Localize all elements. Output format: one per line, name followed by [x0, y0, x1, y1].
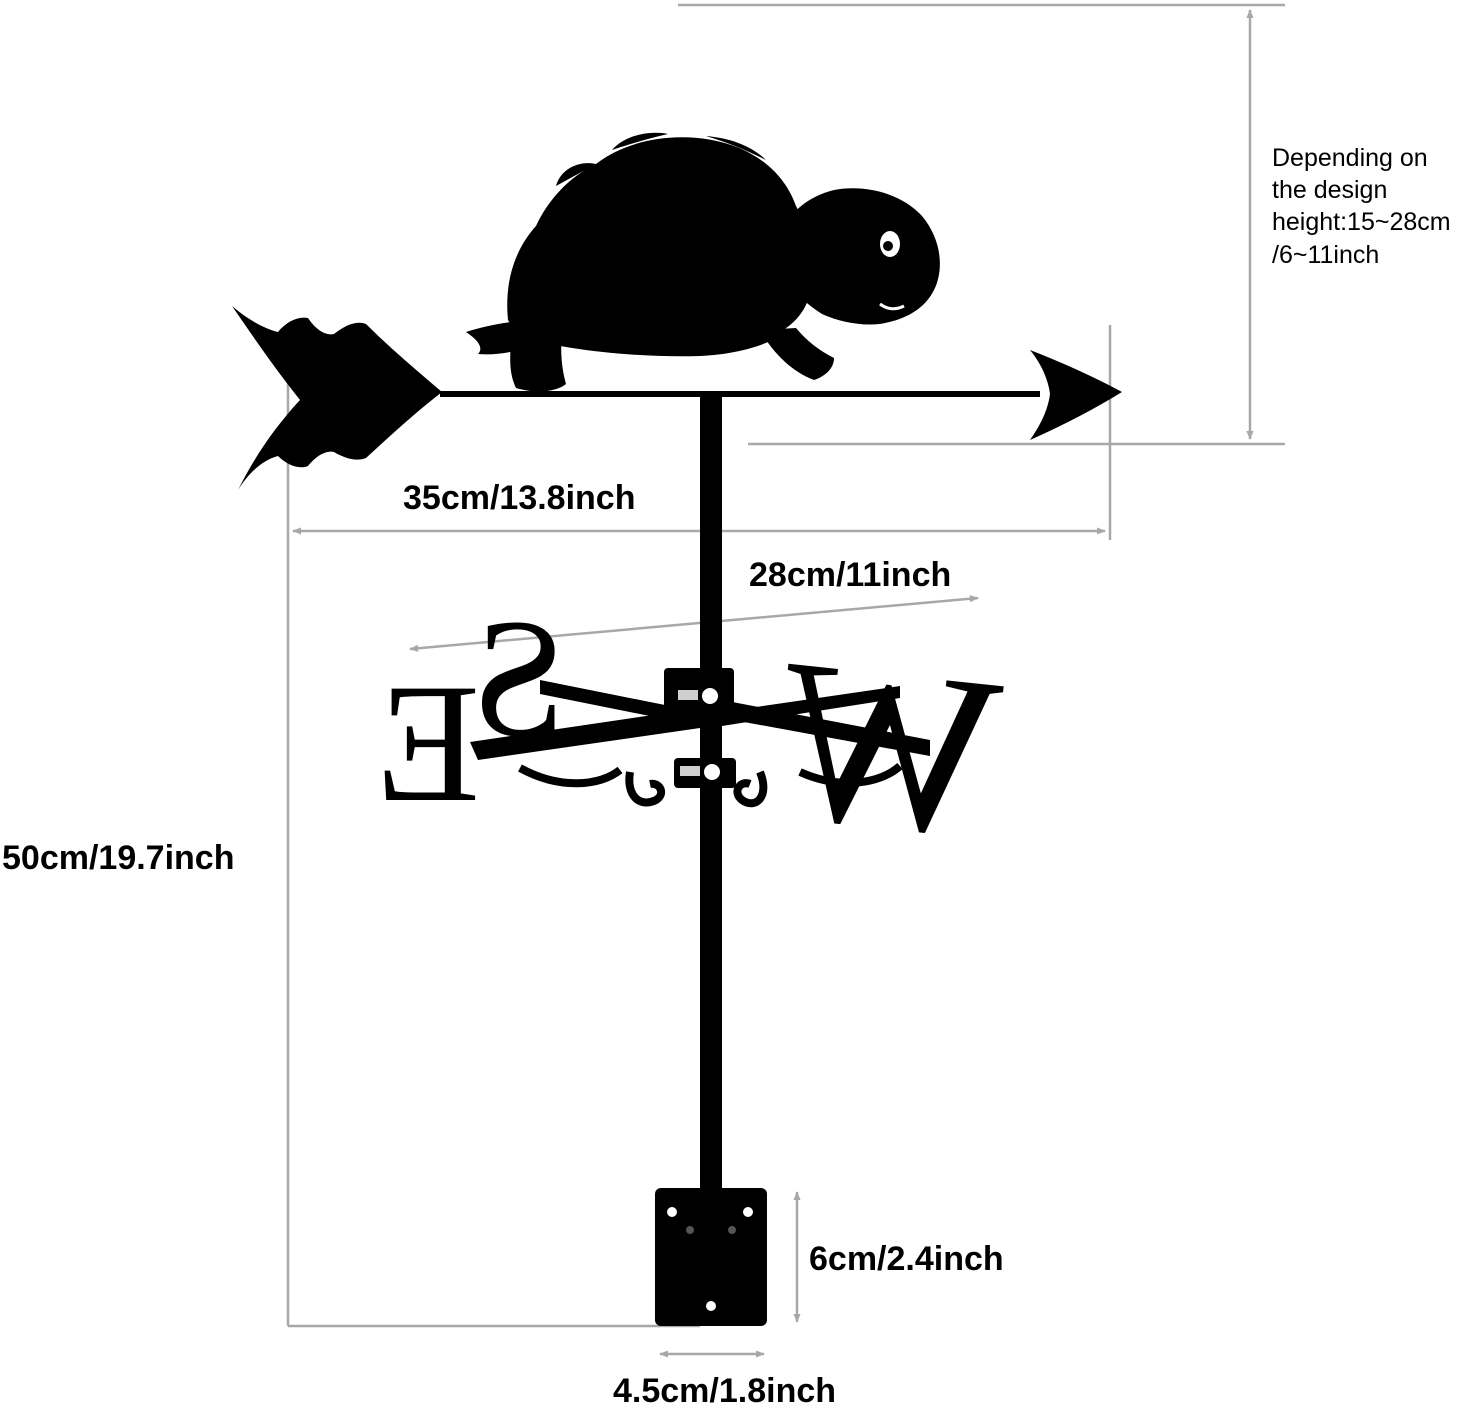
compass-arm-back-right — [722, 686, 900, 726]
compass-width-dimension — [409, 595, 979, 652]
compass-mount-block — [664, 668, 734, 712]
weathervane-silhouette — [232, 132, 1122, 1326]
svg-text:Depending on: Depending on — [1272, 144, 1428, 172]
design-height-note: Depending on the design height:15~28cm /… — [1272, 144, 1451, 269]
turtle-icon — [466, 132, 940, 392]
compass-arm-back-left — [540, 680, 700, 726]
bracket-hole-tl — [667, 1207, 677, 1217]
compass-width-label: 28cm/11inch — [749, 556, 951, 594]
bracket-hole-bottom — [706, 1301, 716, 1311]
compass-scrollwork — [518, 762, 903, 808]
dimension-lines — [286, 3, 1285, 1358]
bolt-upper — [698, 684, 722, 708]
arrow-tail-icon — [232, 306, 442, 490]
total-height-label: 50cm/19.7inch — [2, 839, 234, 877]
svg-text:the design: the design — [1272, 176, 1387, 204]
compass-letter-w: W — [767, 610, 1010, 886]
arrow-rod — [440, 391, 1040, 397]
bracket-hole-tr — [743, 1207, 753, 1217]
svg-text:/6~11inch: /6~11inch — [1272, 241, 1379, 269]
bracket-width-label: 4.5cm/1.8inch — [613, 1372, 836, 1406]
pole — [700, 395, 722, 1280]
arrow-width-label: 35cm/13.8inch — [403, 479, 635, 517]
bolt-lower — [700, 760, 724, 784]
svg-text:height:15~28cm: height:15~28cm — [1272, 208, 1451, 236]
bracket-height-label: 6cm/2.4inch — [809, 1240, 1004, 1278]
arrow-head-icon — [1030, 350, 1122, 440]
compass-letter-s: S — [471, 584, 566, 772]
compass-letter-e: E — [376, 649, 480, 837]
compass-arm-left — [470, 708, 700, 760]
